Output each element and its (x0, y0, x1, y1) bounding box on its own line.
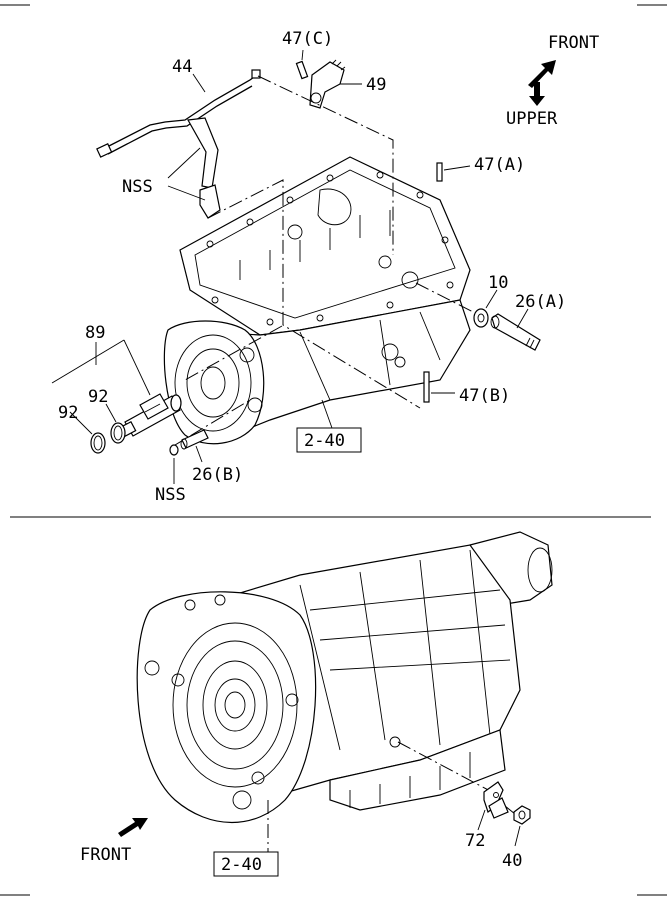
front-label-bottom: FRONT (80, 845, 131, 865)
leader-40 (514, 825, 521, 847)
leader-92-inner (105, 403, 117, 423)
label-ref-bottom: 2-40 (221, 855, 262, 875)
label-47a: 47(A) (474, 155, 525, 175)
label-ref-top: 2-40 (304, 431, 345, 451)
label-nss-bottom: NSS (155, 485, 186, 505)
transmission-housing (163, 156, 471, 445)
assembly-lines-bottom (267, 741, 521, 852)
label-72: 72 (465, 831, 485, 851)
bottom-view: 72 40 2-40 FRONT (80, 531, 553, 877)
label-40: 40 (502, 851, 522, 871)
leader-89 (51, 339, 151, 396)
nss-bracket-top (187, 117, 221, 219)
leader-47c (301, 49, 304, 61)
pan-bolts (206, 171, 454, 326)
part-10-seal (473, 308, 489, 328)
part-47c-pin (295, 60, 309, 80)
leader-nss-top-a (167, 147, 201, 179)
label-47c: 47(C) (282, 29, 333, 49)
front-label: FRONT (548, 33, 599, 53)
transmission-assembly (136, 531, 553, 824)
ref-box-top (296, 427, 362, 453)
front-upper-arrow-icon (528, 60, 556, 106)
label-92-inner: 92 (88, 387, 108, 407)
label-10: 10 (488, 273, 508, 293)
label-nss-top: NSS (122, 177, 153, 197)
nss-plug-bottom (169, 444, 179, 456)
part-44-dipstick-tube (96, 69, 261, 158)
part-26a-shaft (490, 313, 541, 351)
leader-44 (192, 73, 206, 93)
ref-box-bottom (213, 851, 279, 877)
leader-26b (195, 445, 203, 463)
leader-92-outer (69, 411, 93, 435)
label-49: 49 (366, 75, 386, 95)
assembly-lines-top (169, 75, 486, 449)
label-26a: 26(A) (515, 292, 566, 312)
label-89: 89 (85, 323, 105, 343)
label-92-outer: 92 (58, 403, 78, 423)
part-49-detent-lever (309, 59, 346, 109)
part-47b-pin (423, 371, 430, 403)
label-26b: 26(B) (192, 465, 243, 485)
leader-10 (485, 289, 498, 309)
part-47a-pin (436, 162, 443, 182)
leader-26a (516, 308, 529, 329)
part-89-sleeve (119, 393, 182, 438)
part-40-nut (513, 805, 531, 825)
upper-label: UPPER (506, 109, 558, 129)
part-72-bracket (483, 781, 509, 819)
top-view: FRONT UPPER (51, 29, 599, 505)
leader-47a (443, 165, 471, 171)
front-arrow-icon (118, 818, 148, 837)
part-26b-shaft (180, 429, 209, 450)
leader-ref-top (321, 399, 333, 429)
part-92-o-rings (90, 422, 126, 454)
label-44: 44 (172, 57, 192, 77)
frame-ticks (0, 4, 667, 896)
leader-72 (477, 809, 486, 831)
leader-nss-top-b (167, 185, 206, 201)
label-47b: 47(B) (459, 386, 510, 406)
